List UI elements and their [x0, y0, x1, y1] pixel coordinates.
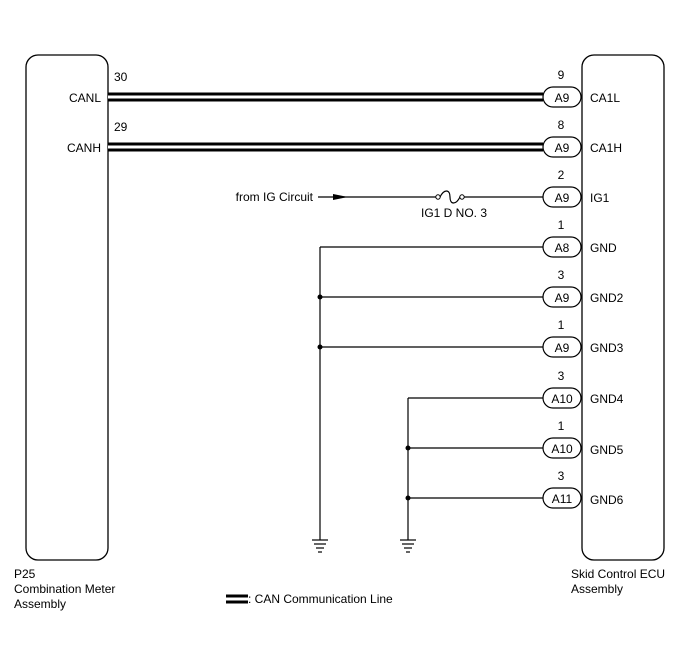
pin-gnd4-signal: GND4: [590, 392, 624, 406]
pin-gnd-connector: A8: [555, 241, 570, 255]
ig1-arrow-icon: [333, 194, 348, 200]
legend-label: : CAN Communication Line: [248, 592, 393, 606]
can-communication-lines: [108, 92, 543, 152]
pin-gnd6-number: 3: [558, 469, 565, 483]
fuse-terminal-left: [435, 194, 441, 200]
pin-ig1: A9 2 IG1: [542, 168, 610, 208]
combination-meter-name-line1: Combination Meter: [14, 582, 115, 596]
pin-ig1-connector: A9: [555, 191, 570, 205]
pin-gnd3-signal: GND3: [590, 341, 624, 355]
combination-meter-pin-canl-number: 30: [114, 70, 128, 84]
combination-meter-box: [25, 54, 109, 561]
pin-ig1-signal: IG1: [590, 191, 610, 205]
pin-gnd3-connector: A9: [555, 341, 570, 355]
pin-ca1l-number: 9: [558, 68, 565, 82]
pin-gnd6-signal: GND6: [590, 493, 624, 507]
pin-gnd4: A10 3 GND4: [542, 369, 624, 409]
pin-ca1l: A9 9 CA1L: [542, 68, 620, 108]
pin-gnd5-number: 1: [558, 419, 565, 433]
ground-wiring: [312, 246, 543, 553]
splice-gnd3: [317, 344, 323, 350]
pin-gnd4-number: 3: [558, 369, 565, 383]
skid-control-ecu-pins: A9 9 CA1L A9 8 CA1H A9 2 IG1 A8 1 GND A9…: [542, 68, 624, 509]
splice-gnd6: [405, 495, 411, 501]
pin-gnd5-signal: GND5: [590, 443, 624, 457]
ig1-circuit: from IG Circuit IG1 D NO. 3: [236, 190, 543, 220]
pin-gnd2: A9 3 GND2: [542, 268, 624, 308]
combination-meter-ref: P25: [14, 567, 36, 581]
pin-gnd2-connector: A9: [555, 291, 570, 305]
pin-ca1h: A9 8 CA1H: [542, 118, 622, 158]
splice-gnd2: [317, 294, 323, 300]
pin-gnd6: A11 3 GND6: [542, 469, 624, 509]
pin-gnd: A8 1 GND: [542, 218, 617, 258]
pin-ca1l-connector: A9: [555, 91, 570, 105]
skid-control-ecu-name-line2: Assembly: [571, 582, 623, 596]
skid-control-ecu-name-line1: Skid Control ECU: [571, 567, 665, 581]
fuse-icon: [439, 190, 461, 204]
pin-ig1-number: 2: [558, 168, 565, 182]
pin-gnd2-number: 3: [558, 268, 565, 282]
pin-gnd-signal: GND: [590, 241, 617, 255]
pin-gnd5-connector: A10: [551, 442, 573, 456]
combination-meter-pin-canl-label: CANL: [69, 91, 101, 105]
splice-gnd5: [405, 445, 411, 451]
combination-meter-pin-canh-number: 29: [114, 120, 128, 134]
ground-symbol-2-icon: [400, 539, 416, 553]
combination-meter-assembly: P25 Combination Meter Assembly CANL CANH…: [14, 54, 128, 611]
combination-meter-pin-canh-label: CANH: [67, 141, 101, 155]
skid-control-ecu-assembly: Skid Control ECU Assembly: [571, 54, 665, 596]
pin-ca1h-signal: CA1H: [590, 141, 622, 155]
skid-control-ecu-box: [581, 54, 665, 561]
pin-gnd5: A10 1 GND5: [542, 419, 624, 459]
fuse-terminal-right: [459, 194, 465, 200]
combination-meter-name-line2: Assembly: [14, 597, 66, 611]
legend: : CAN Communication Line: [226, 592, 393, 606]
pin-ca1l-signal: CA1L: [590, 91, 620, 105]
pin-ca1h-number: 8: [558, 118, 565, 132]
pin-gnd3-number: 1: [558, 318, 565, 332]
pin-gnd-number: 1: [558, 218, 565, 232]
ig-source-label: from IG Circuit: [236, 190, 314, 204]
fuse-label: IG1 D NO. 3: [421, 206, 487, 220]
pin-gnd6-connector: A11: [552, 492, 573, 506]
ground-symbol-1-icon: [312, 539, 328, 553]
pin-ca1h-connector: A9: [555, 141, 570, 155]
pin-gnd2-signal: GND2: [590, 291, 624, 305]
pin-gnd3: A9 1 GND3: [542, 318, 624, 358]
pin-gnd4-connector: A10: [551, 392, 573, 406]
